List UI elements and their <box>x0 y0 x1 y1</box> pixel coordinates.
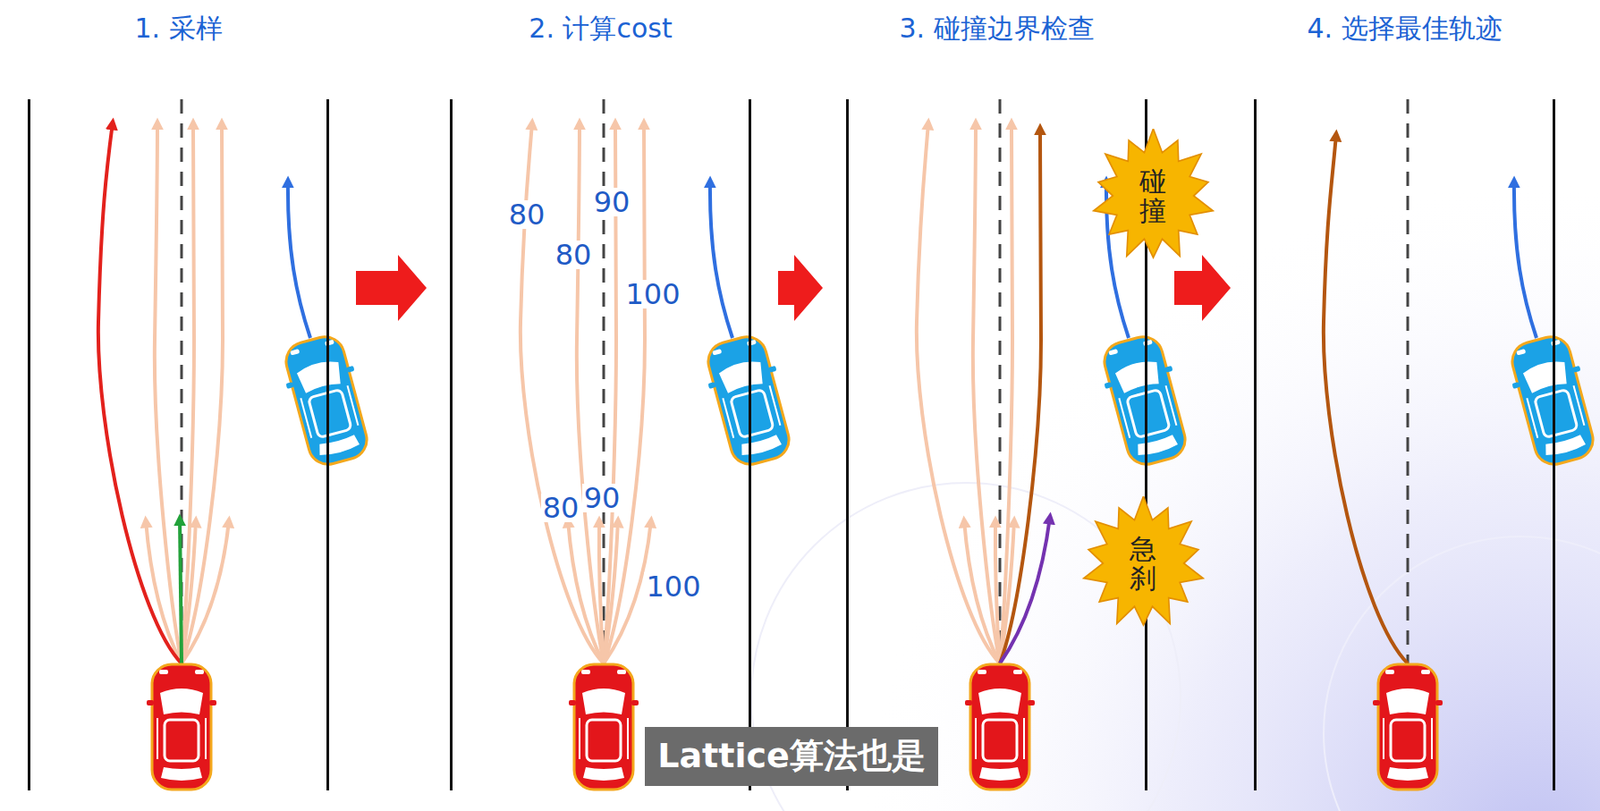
road-panel: 4. 选择最佳轨迹 <box>1253 99 1556 791</box>
car-icon <box>276 330 377 470</box>
car-icon <box>1502 330 1600 470</box>
drawing-group <box>916 122 1015 664</box>
starburst-callout: 碰撞 <box>1092 128 1215 263</box>
car-icon <box>1372 664 1443 790</box>
trajectory-path <box>973 122 1000 664</box>
step-title: 4. 选择最佳轨迹 <box>1306 12 1502 45</box>
trajectory-path <box>181 520 229 664</box>
trajectory-path <box>916 122 1000 664</box>
callout-text: 急刹 <box>1129 533 1157 593</box>
panel-cost-drawing <box>520 99 799 790</box>
road-panel: 3. 碰撞边界检查碰撞急刹 <box>846 99 1148 791</box>
trajectory-path <box>1514 180 1537 339</box>
starburst-fill <box>1083 496 1203 626</box>
flow-arrow <box>355 254 427 322</box>
trajectory-path <box>154 122 182 664</box>
trajectory-path <box>567 520 604 664</box>
trajectory-path <box>98 122 182 664</box>
car-icon <box>568 664 639 790</box>
lane-line <box>998 99 1002 664</box>
cost-number: 90 <box>592 187 633 217</box>
flow-arrow <box>778 254 823 322</box>
step-title: 1. 采样 <box>134 12 222 45</box>
lane-line <box>180 99 184 664</box>
road-panel: 1. 采样 <box>27 99 330 791</box>
cost-number: 100 <box>623 279 682 309</box>
trajectory-path <box>145 520 182 664</box>
trajectory-path <box>287 180 311 339</box>
car-icon <box>146 664 217 790</box>
car-icon <box>965 664 1035 790</box>
panel-collision-drawing <box>916 99 1195 790</box>
cost-number: 80 <box>507 200 548 229</box>
trajectory-path <box>964 520 1000 664</box>
car-icon <box>1094 330 1195 470</box>
cost-number: 90 <box>582 483 623 513</box>
trajectory-path <box>599 520 604 664</box>
drawing-group <box>145 122 229 664</box>
cost-number: 80 <box>553 240 594 270</box>
trajectory-path <box>995 520 1000 664</box>
lane-line <box>602 99 606 664</box>
car-icon <box>698 330 799 470</box>
cost-number: 80 <box>541 493 582 523</box>
starburst-callout: 急刹 <box>1082 496 1205 631</box>
panel-best-drawing <box>1323 99 1600 790</box>
trajectory-path <box>710 180 733 339</box>
trajectory-path <box>1323 134 1408 664</box>
callout-text: 碰撞 <box>1139 166 1167 226</box>
subtitle-caption: Lattice算法也是 <box>644 727 939 787</box>
flow-arrow <box>1174 254 1231 322</box>
step-title: 3. 碰撞边界检查 <box>898 12 1094 45</box>
trajectory-path <box>999 516 1050 664</box>
panel-sampling-drawing <box>98 99 377 790</box>
cost-number: 100 <box>643 572 703 602</box>
lane-line <box>1406 99 1410 664</box>
starburst-fill <box>1092 128 1212 258</box>
step-title: 2. 计算cost <box>528 12 672 45</box>
trajectory-path <box>179 518 182 664</box>
